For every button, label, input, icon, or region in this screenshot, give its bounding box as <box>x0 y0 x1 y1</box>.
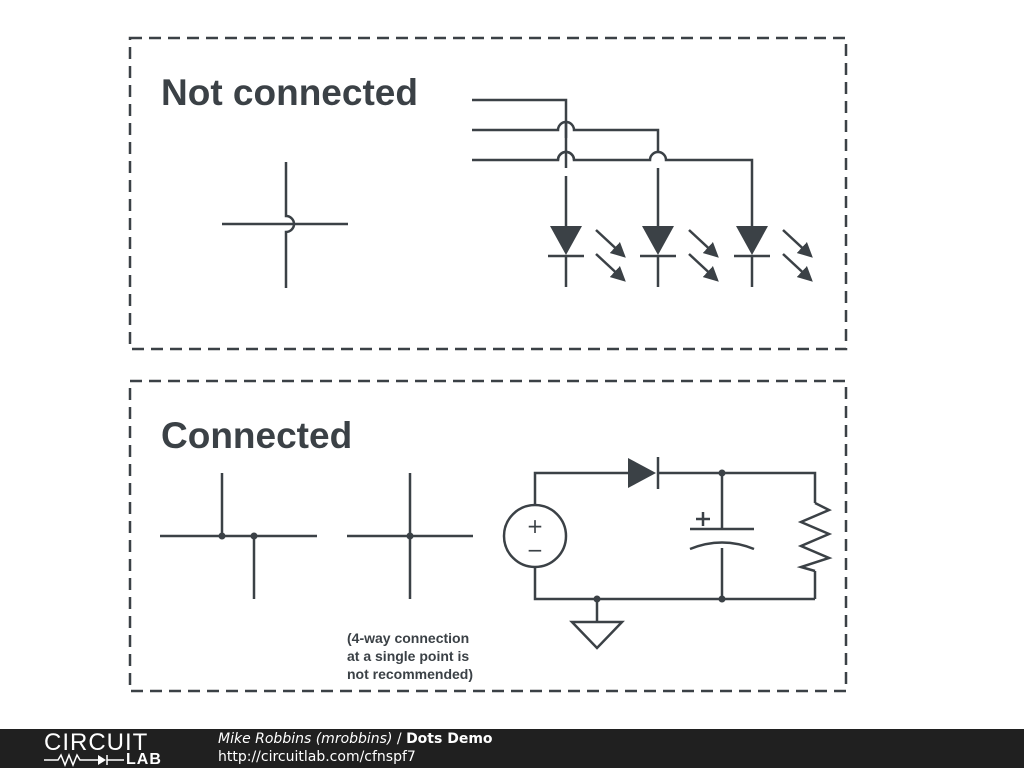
led-1 <box>548 226 626 287</box>
diode <box>628 458 656 488</box>
junction-dot <box>718 469 726 477</box>
schematic-canvas: Not connected Connected + − (4-way conne… <box>128 36 848 693</box>
junction-dot <box>593 595 601 603</box>
logo-word-lab: LAB <box>126 751 162 768</box>
light-arrow-icon <box>782 253 813 282</box>
circuitlab-logo[interactable]: CIRCUIT LAB <box>42 729 176 768</box>
crossover-symbol <box>222 162 348 288</box>
source-plus-sign: + <box>527 514 544 538</box>
rectifier-circuit <box>502 457 833 650</box>
junction-dot <box>218 532 226 540</box>
author-link[interactable]: Mike Robbins (mrobbins) <box>218 731 393 747</box>
logo-word-circuit: CIRCUIT <box>44 729 149 756</box>
credit-line: Mike Robbins (mrobbins) / Dots Demo <box>218 731 493 748</box>
footer-bar: CIRCUIT LAB Mike Robbins (mrobbins) / Do… <box>0 729 1024 768</box>
junction-dot <box>406 532 414 540</box>
credit-separator: / <box>392 731 407 747</box>
offset-t-junctions <box>160 473 317 599</box>
junction-dot <box>718 595 726 603</box>
source-minus-sign: − <box>527 538 544 562</box>
note-line-2: at a single point is <box>347 648 469 664</box>
light-arrow-icon <box>595 253 626 282</box>
led-3 <box>734 226 813 287</box>
four-way-junction <box>347 473 473 599</box>
voltage-source <box>502 503 568 569</box>
resistor <box>796 501 833 573</box>
led-wiring <box>472 98 754 226</box>
light-arrow-icon <box>688 229 719 258</box>
circuit-url-link[interactable]: http://circuitlab.com/cfnspf7 <box>218 749 416 765</box>
light-arrow-icon <box>688 253 719 282</box>
note-line-1: (4-way connection <box>347 630 469 646</box>
not-connected-heading: Not connected <box>161 72 418 113</box>
junction-dot <box>250 532 258 540</box>
ground-symbol <box>569 620 625 650</box>
capacitor-curved-plate <box>689 541 755 551</box>
circuit-title[interactable]: Dots Demo <box>406 731 493 747</box>
logo-resistor-diode-icon <box>44 753 124 767</box>
led-2 <box>640 226 719 287</box>
note-line-3: not recommended) <box>347 666 473 682</box>
connected-heading: Connected <box>161 415 352 456</box>
light-arrow-icon <box>595 229 626 258</box>
light-arrow-icon <box>782 229 813 258</box>
